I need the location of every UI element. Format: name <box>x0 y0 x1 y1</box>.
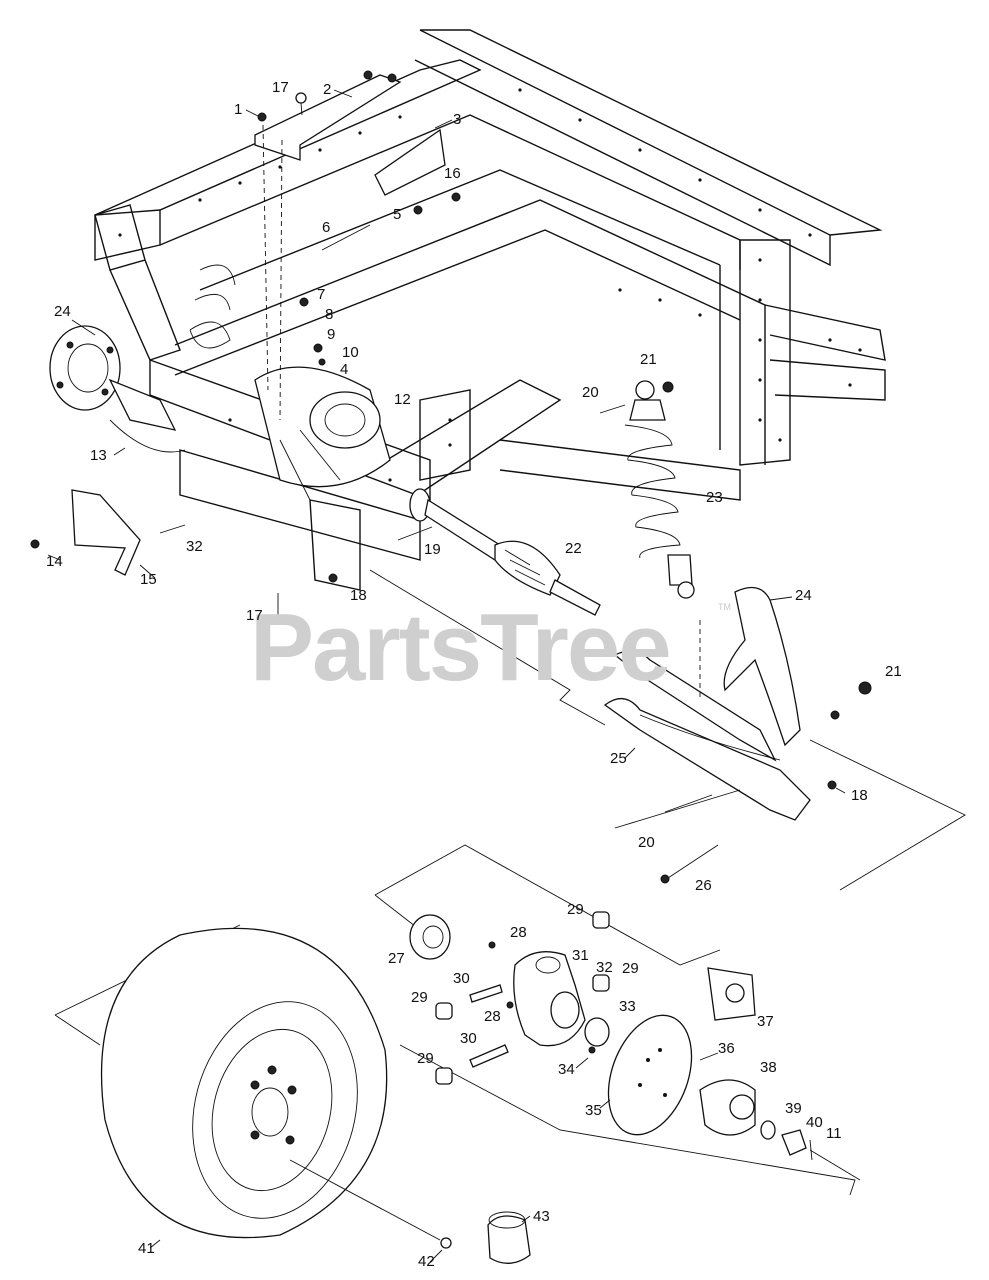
wheel-tire-41 <box>100 927 441 1241</box>
callout-5: 5 <box>393 206 401 223</box>
callout-16: 16 <box>444 165 461 182</box>
callout-3: 3 <box>453 111 461 128</box>
left-hub-24 <box>49 325 186 453</box>
callout-31: 31 <box>572 947 589 964</box>
callout-20-bottom: 20 <box>638 834 655 851</box>
callout-28-mid: 28 <box>484 1008 501 1025</box>
callout-36: 36 <box>718 1040 735 1057</box>
callout-39: 39 <box>785 1100 802 1117</box>
callout-28-top: 28 <box>510 924 527 941</box>
callout-2: 2 <box>323 81 331 98</box>
callout-15: 15 <box>140 571 157 588</box>
callout-32-left: 32 <box>186 538 203 555</box>
hub-cap-43 <box>440 1211 531 1264</box>
callout-labels: 1 2 3 4 5 6 7 8 9 10 11 12 13 14 15 16 1… <box>46 79 902 1270</box>
callout-38: 38 <box>760 1059 777 1076</box>
callout-11: 11 <box>826 1125 842 1142</box>
callout-1: 1 <box>234 101 242 118</box>
callout-22: 22 <box>565 540 582 557</box>
shock-absorber-23 <box>599 380 695 599</box>
drive-shaft-22 <box>397 488 601 616</box>
callout-26: 26 <box>695 877 712 894</box>
callout-17-bottom: 17 <box>246 607 263 624</box>
callout-40: 40 <box>806 1114 823 1131</box>
callout-12: 12 <box>394 391 411 408</box>
watermark-text: PartsTree <box>250 594 670 701</box>
leader-lines <box>47 89 846 1263</box>
brake-hub-assembly <box>607 967 813 1161</box>
callout-10: 10 <box>342 344 359 361</box>
callout-24-right: 24 <box>795 587 812 604</box>
callout-33: 33 <box>619 998 636 1015</box>
callout-8: 8 <box>325 306 333 323</box>
callout-41: 41 <box>138 1240 155 1257</box>
callout-19: 19 <box>424 541 441 558</box>
callout-32-right: 32 <box>596 959 613 976</box>
callout-29-left: 29 <box>411 989 428 1006</box>
callout-6: 6 <box>322 219 330 236</box>
callout-29-lower: 29 <box>417 1050 434 1067</box>
differential-assembly <box>189 264 391 501</box>
grouping-outlines <box>54 569 966 1196</box>
callout-24-left: 24 <box>54 303 71 320</box>
watermark-tm: TM <box>718 602 731 612</box>
callout-30-top: 30 <box>453 970 470 987</box>
watermark: PartsTree TM <box>250 594 731 701</box>
callout-20-top: 20 <box>582 384 599 401</box>
callout-29-top: 29 <box>567 901 584 918</box>
callout-34: 34 <box>558 1061 575 1078</box>
callout-37: 37 <box>757 1013 774 1030</box>
top-plates <box>254 74 446 421</box>
callout-14: 14 <box>46 553 63 570</box>
callout-4: 4 <box>340 361 348 378</box>
knuckle-assembly <box>409 911 610 1085</box>
callout-35: 35 <box>585 1102 602 1119</box>
callout-9: 9 <box>327 326 335 343</box>
callout-23: 23 <box>706 489 723 506</box>
callout-21-right: 21 <box>885 663 902 680</box>
callout-18-left: 18 <box>350 587 367 604</box>
hardware <box>30 70 872 1054</box>
chassis-frame <box>94 29 886 591</box>
callout-25: 25 <box>610 750 627 767</box>
callout-7: 7 <box>317 286 325 303</box>
callout-18-right: 18 <box>851 787 868 804</box>
bracket-15 <box>71 489 141 576</box>
callout-27: 27 <box>388 950 405 967</box>
callout-29-right: 29 <box>622 960 639 977</box>
callout-13: 13 <box>90 447 107 464</box>
a-arms <box>603 586 811 881</box>
callout-42: 42 <box>418 1253 435 1270</box>
callout-17-top: 17 <box>272 79 289 96</box>
callout-43: 43 <box>533 1208 550 1225</box>
callout-21-top: 21 <box>640 351 657 368</box>
callout-30-bottom: 30 <box>460 1030 477 1047</box>
